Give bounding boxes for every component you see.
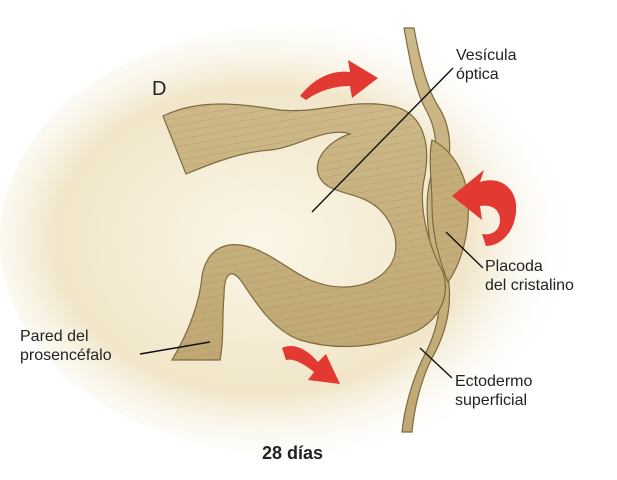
leader-ectodermo [419, 347, 453, 379]
label-ectodermo-line1: Ectodermo [455, 373, 533, 390]
leader-pared [139, 341, 211, 355]
arrow-bottom [282, 345, 340, 384]
label-placoda-line2: del cristalino [485, 277, 574, 294]
leader-placoda [445, 231, 484, 269]
figure-caption: 28 días [262, 443, 324, 463]
label-vesicula-optica: Vesícula óptica [456, 46, 516, 84]
label-ectodermo-superficial: Ectodermo superficial [455, 372, 532, 410]
arrow-top [300, 60, 378, 100]
label-pared-prosencefalo: Pared del prosencéfalo [20, 327, 112, 365]
label-pared-line1: Pared del [20, 328, 89, 345]
arrow-right-curved [452, 170, 517, 246]
corner-letter: D [152, 78, 167, 100]
label-pared-line2: prosencéfalo [20, 347, 112, 364]
label-vesicula-line2: óptica [456, 66, 499, 83]
leader-vesicula [311, 67, 454, 213]
label-ectodermo-line2: superficial [455, 392, 528, 409]
label-vesicula-line1: Vesícula [456, 47, 517, 64]
forebrain-striae [163, 103, 446, 360]
label-placoda-line1: Placoda [485, 258, 543, 275]
label-placoda-cristalino: Placoda del cristalino [485, 257, 574, 295]
lens-placode-striae [430, 140, 469, 282]
